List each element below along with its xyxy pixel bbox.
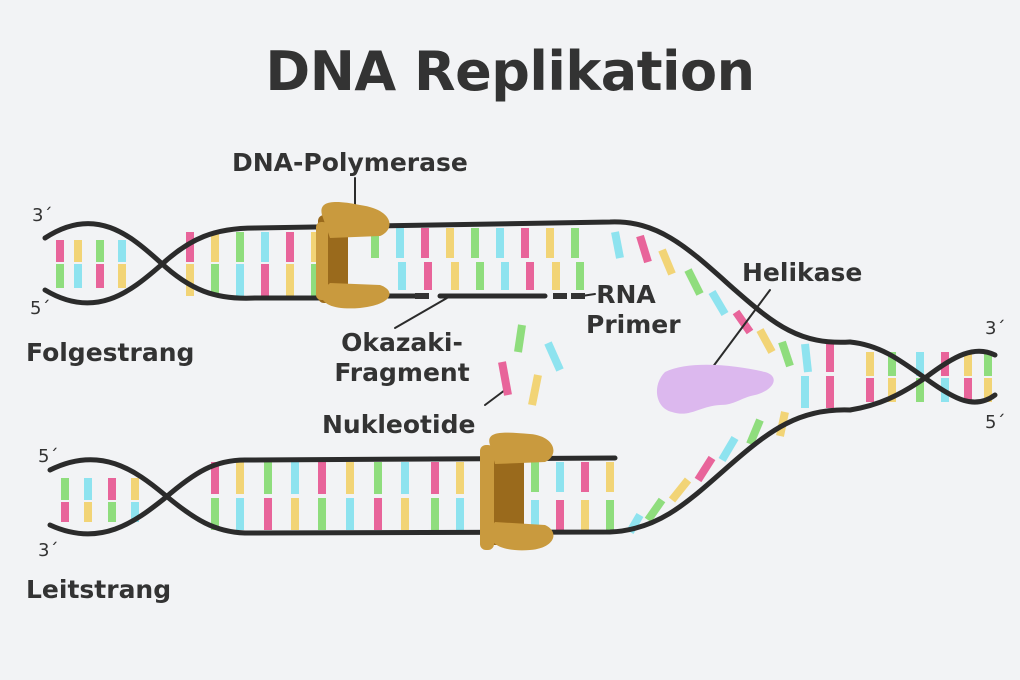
parent-twist-backbone-b (847, 348, 998, 413)
primer-marker (553, 293, 567, 299)
base-pair (778, 340, 794, 368)
leading-strand-label: Leitstrang (26, 575, 172, 604)
leading-upper-backbone (242, 455, 618, 463)
okazaki-fragment-label: Okazaki- Fragment (334, 328, 470, 387)
free-nucleotide (498, 361, 512, 396)
base-pair (801, 343, 812, 373)
primer-marker (571, 293, 585, 299)
polymerase-top (316, 202, 390, 309)
base-pair (756, 328, 776, 354)
base-pair (644, 497, 666, 523)
end-label-right-lower: 5´ (985, 412, 1006, 433)
polymerase-bottom-core (488, 445, 524, 545)
base-pair (684, 268, 704, 296)
primer-marker (415, 293, 429, 299)
base-pair (658, 248, 676, 276)
free-nucleotides (498, 324, 564, 406)
helicase-label: Helikase (742, 258, 863, 287)
free-nucleotide (528, 374, 542, 406)
rna-primer-markers (415, 293, 585, 299)
polymerase-label: DNA-Polymerase (232, 148, 468, 177)
end-label-right-upper: 3´ (985, 318, 1006, 339)
polymerase-bottom-upper (489, 432, 554, 464)
base-pair (746, 418, 764, 446)
helicase-pointer-line (711, 289, 771, 369)
base-pairs-layer (56, 228, 992, 535)
leading-twist-backbone-b (47, 457, 248, 537)
lagging-strand-label: Folgestrang (26, 338, 195, 367)
backbone-layer (42, 177, 998, 537)
polymerase-bottom-lower (489, 522, 554, 551)
base-pair (732, 309, 754, 335)
okazaki-pointer-line (394, 297, 448, 329)
helicase-enzyme (656, 364, 774, 414)
leading-template-backbone (242, 407, 853, 536)
polymerase-top-lower (321, 283, 390, 309)
page-title: DNA Replikation (265, 40, 755, 103)
polymerase-bottom (480, 432, 554, 551)
base-pair (636, 234, 652, 264)
end-label-bottom-left-upper: 5´ (38, 446, 59, 467)
polymerase-top-upper (321, 202, 390, 238)
lagging-template-backbone (252, 219, 853, 345)
end-label-top-left-lower: 5´ (30, 298, 51, 319)
lagging-twist-backbone-b (42, 225, 258, 306)
nucleotide-pointer-line (484, 389, 506, 406)
free-nucleotide (544, 341, 564, 372)
base-pair (668, 477, 692, 503)
polymerase-bottom-side (480, 445, 494, 550)
end-label-top-left-upper: 3´ (32, 205, 53, 226)
polymerase-top-side (316, 222, 328, 300)
base-pair (718, 435, 739, 463)
rna-primer-label: RNA Primer (586, 280, 681, 339)
base-pair (708, 289, 729, 317)
end-label-bottom-left-lower: 3´ (38, 540, 59, 561)
base-pair (611, 231, 624, 259)
nucleotides-label: Nukleotide (322, 410, 476, 439)
lagging-twist-backbone-a (42, 221, 258, 301)
free-nucleotide (514, 324, 526, 353)
base-pair (694, 455, 716, 483)
